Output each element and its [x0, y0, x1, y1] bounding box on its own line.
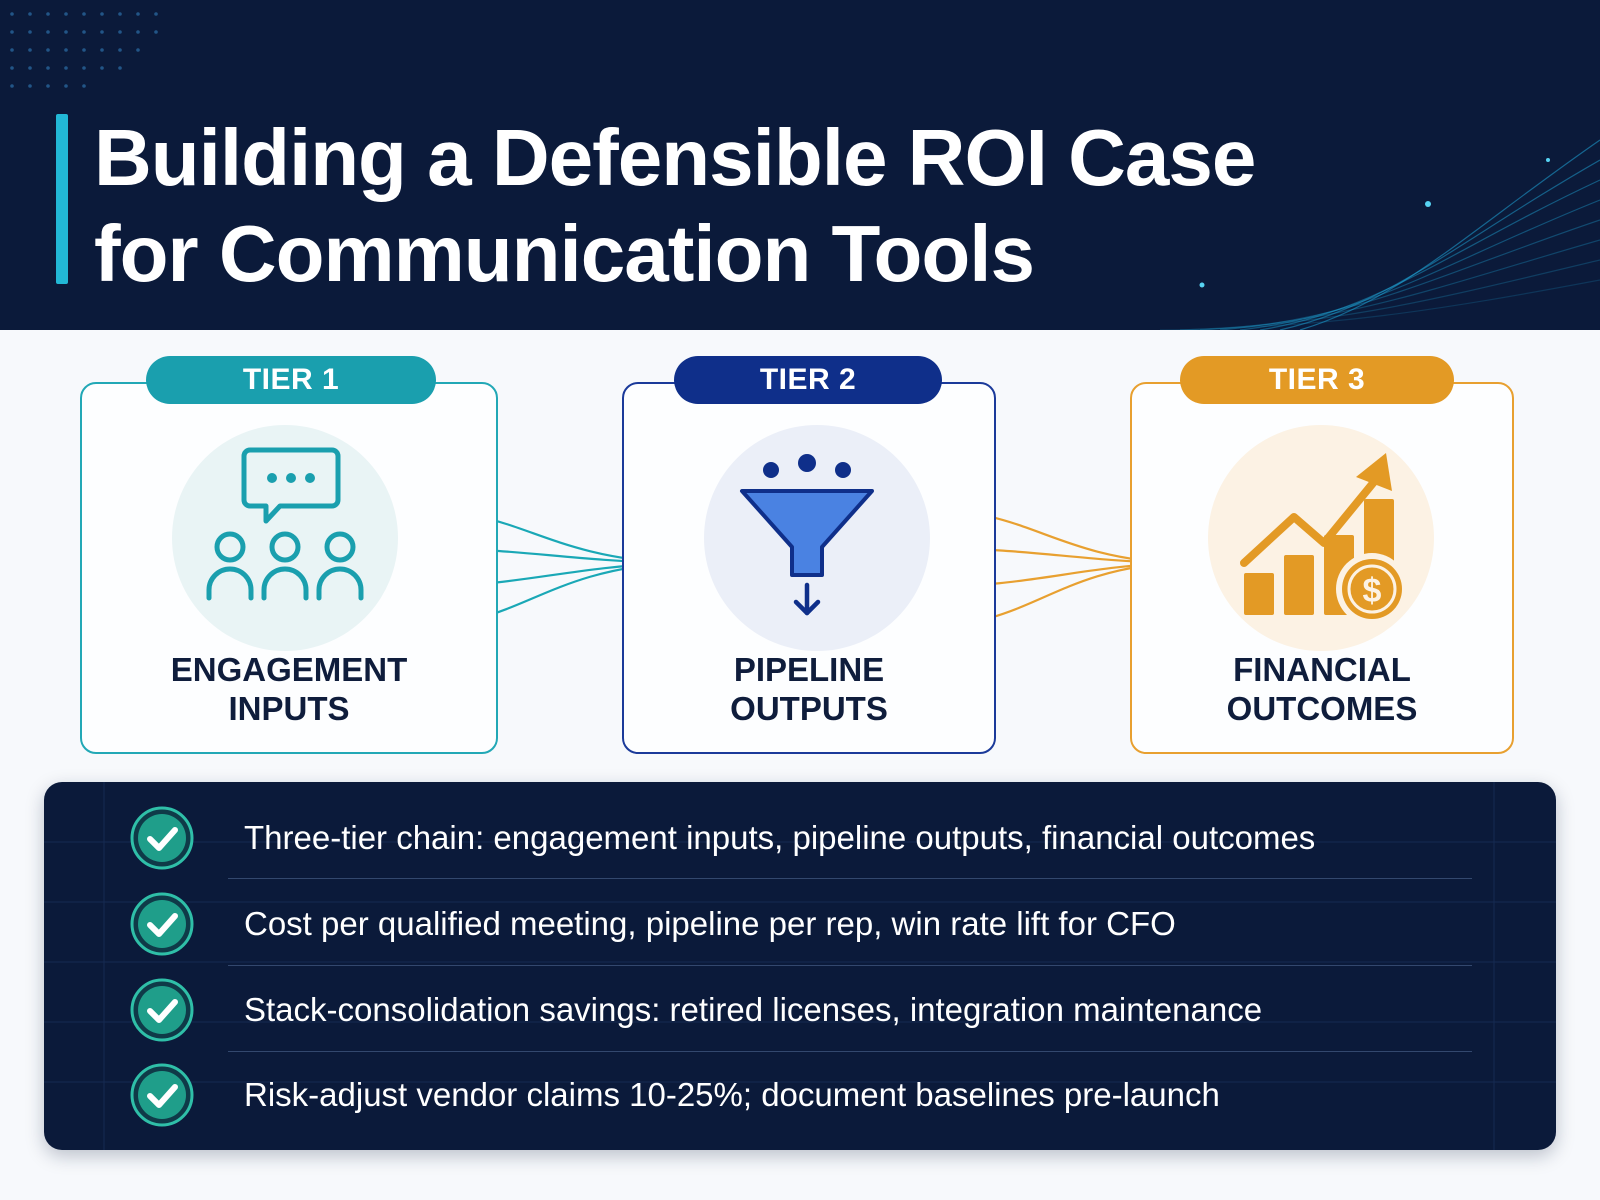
bullet-divider — [228, 1051, 1472, 1052]
bullet-text: Three-tier chain: engagement inputs, pip… — [244, 819, 1316, 856]
bullet-item: Stack-consolidation savings: retired lic… — [44, 968, 1556, 1054]
chat-people-icon — [206, 447, 364, 601]
bullet-divider — [228, 878, 1472, 879]
tier-2-label-line-2: OUTPUTS — [730, 690, 888, 727]
bullet-text: Risk-adjust vendor claims 10-25%; docume… — [244, 1076, 1220, 1113]
tier-3-icon-circle: $ — [1208, 425, 1434, 651]
bullet-text: Cost per qualified meeting, pipeline per… — [244, 905, 1176, 942]
title-line-2: for Communication Tools — [94, 209, 1035, 298]
tier-3-label: FINANCIAL OUTCOMES — [1130, 650, 1514, 728]
title-line-1: Building a Defensible ROI Case — [94, 113, 1256, 202]
tier-2-label-line-1: PIPELINE — [733, 651, 885, 688]
tier-2-icon-circle — [704, 425, 930, 651]
bullet-divider — [228, 965, 1472, 966]
check-circle-icon — [130, 892, 194, 956]
growth-chart-dollar-icon: $ — [1240, 453, 1408, 625]
check-circle-icon — [130, 978, 194, 1042]
bullet-item: Three-tier chain: engagement inputs, pip… — [44, 796, 1556, 882]
bullet-item: Risk-adjust vendor claims 10-25%; docume… — [44, 1053, 1556, 1139]
tier-3-label-line-2: OUTCOMES — [1226, 690, 1418, 727]
panel-grid-decoration — [44, 782, 1556, 1150]
tier-3-pill: TIER 3 — [1180, 356, 1454, 404]
check-circle-icon — [130, 1063, 194, 1127]
bullet-item: Cost per qualified meeting, pipeline per… — [44, 882, 1556, 968]
tier-3-label-line-1: FINANCIAL — [1233, 651, 1411, 688]
tier-1-label: ENGAGEMENT INPUTS — [100, 650, 478, 728]
page-title: Building a Defensible ROI Case for Commu… — [94, 110, 1256, 302]
tier-1-label-line-1: ENGAGEMENT — [170, 651, 408, 688]
tier-2-label: PIPELINE OUTPUTS — [622, 650, 996, 728]
tier-2-pill: TIER 2 — [674, 356, 942, 404]
check-circle-icon — [130, 806, 194, 870]
tier-1-label-line-2: INPUTS — [228, 690, 350, 727]
svg-text:$: $ — [1363, 572, 1382, 610]
header-decoration — [10, 12, 1600, 330]
header-banner: Building a Defensible ROI Case for Commu… — [0, 0, 1600, 330]
funnel-icon — [740, 454, 874, 616]
bullet-text: Stack-consolidation savings: retired lic… — [244, 991, 1263, 1028]
tier-1-pill: TIER 1 — [146, 356, 436, 404]
summary-panel: Three-tier chain: engagement inputs, pip… — [44, 782, 1556, 1150]
title-accent-bar — [56, 114, 68, 284]
tier-1-icon-circle — [172, 425, 398, 651]
